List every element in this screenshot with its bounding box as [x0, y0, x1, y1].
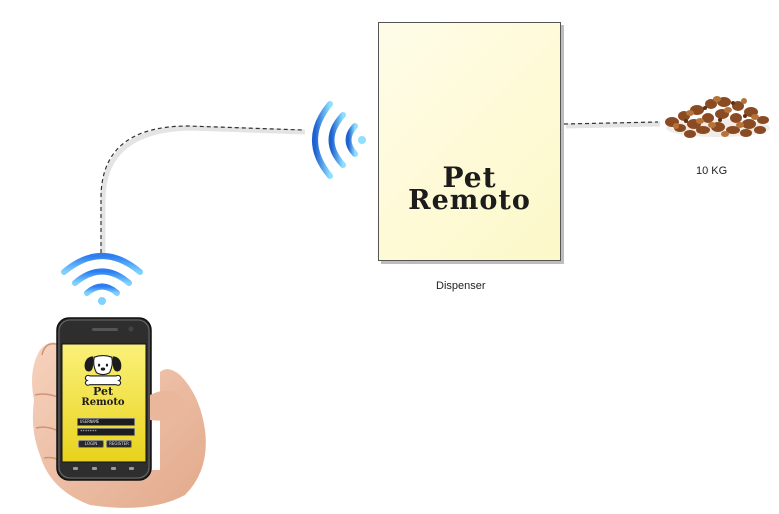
smartphone — [56, 317, 186, 481]
phone-login-button[interactable]: LOGIN — [78, 440, 104, 448]
connector-shadow-food — [565, 121, 661, 129]
dispenser-wifi-icon — [312, 101, 366, 179]
phone-camera — [128, 326, 134, 332]
connector-shadow — [100, 125, 306, 255]
dispenser-brand-line2: Remoto — [408, 185, 531, 216]
phone-password-field[interactable]: ******* — [77, 428, 135, 436]
dispenser-label: Dispenser — [436, 280, 486, 292]
phone-register-button[interactable]: REGISTER — [106, 440, 132, 448]
phone-nav-buttons — [73, 467, 134, 470]
phone-dog-logo-icon — [84, 355, 122, 386]
dog-food-icon — [665, 96, 770, 138]
connector-dispenser-to-food — [563, 121, 659, 125]
connector-phone-to-dispenser — [100, 125, 304, 253]
phone-brand-line2: Remoto — [81, 397, 125, 408]
phone-speaker — [92, 328, 118, 331]
food-weight-label: 10 KG — [696, 165, 728, 177]
phone-brand-line1: Pet — [92, 385, 114, 398]
phone-wifi-icon — [61, 253, 143, 305]
dispenser-brand-line1: Pet — [442, 161, 497, 194]
phone-username-field[interactable]: USERNAME — [77, 418, 135, 426]
dispenser: Pet Remoto — [378, 22, 561, 261]
